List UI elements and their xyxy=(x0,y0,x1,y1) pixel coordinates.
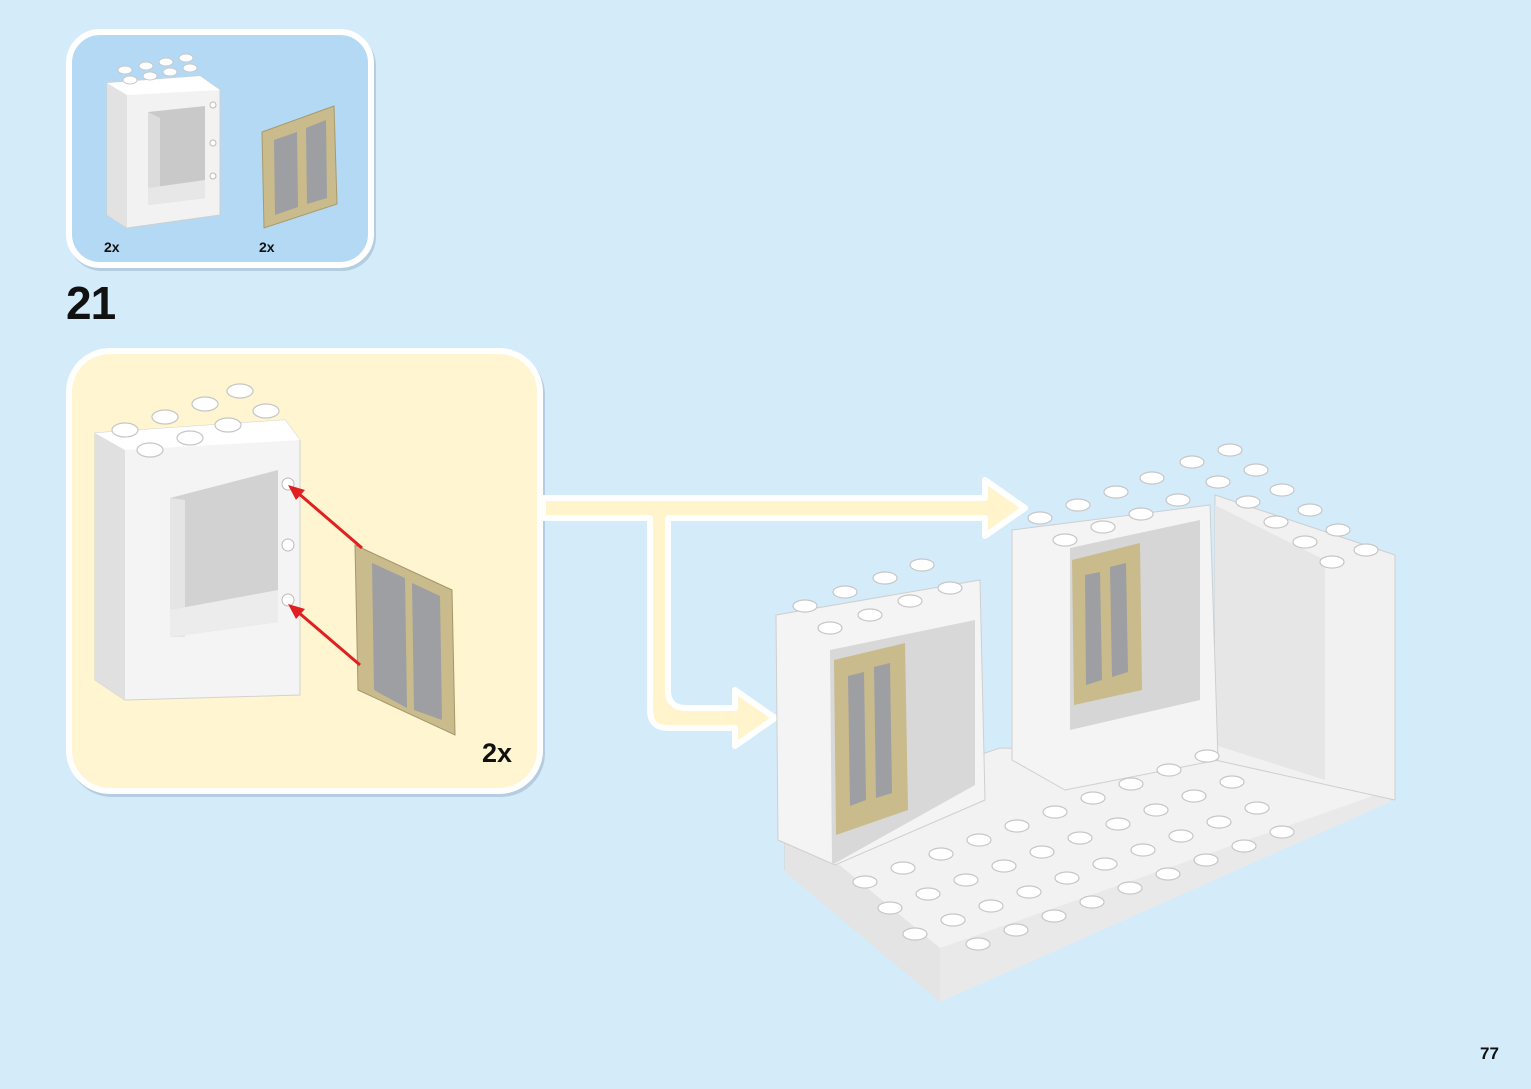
part-shutter-quantity: 2x xyxy=(259,239,275,255)
subassembly-quantity: 2x xyxy=(482,738,513,768)
part-frame-quantity: 2x xyxy=(104,239,120,255)
page-number: 77 xyxy=(1480,1044,1499,1063)
part-shutter-image xyxy=(261,105,338,229)
subassembly-frame-brick xyxy=(94,383,301,701)
step-number: 21 xyxy=(66,277,116,329)
subassembly-shutter xyxy=(354,544,456,736)
part-frame-brick-image xyxy=(106,53,221,229)
red-insert-arrow xyxy=(288,485,363,667)
main-model xyxy=(775,443,1396,1002)
flow-arrows xyxy=(540,477,1028,749)
